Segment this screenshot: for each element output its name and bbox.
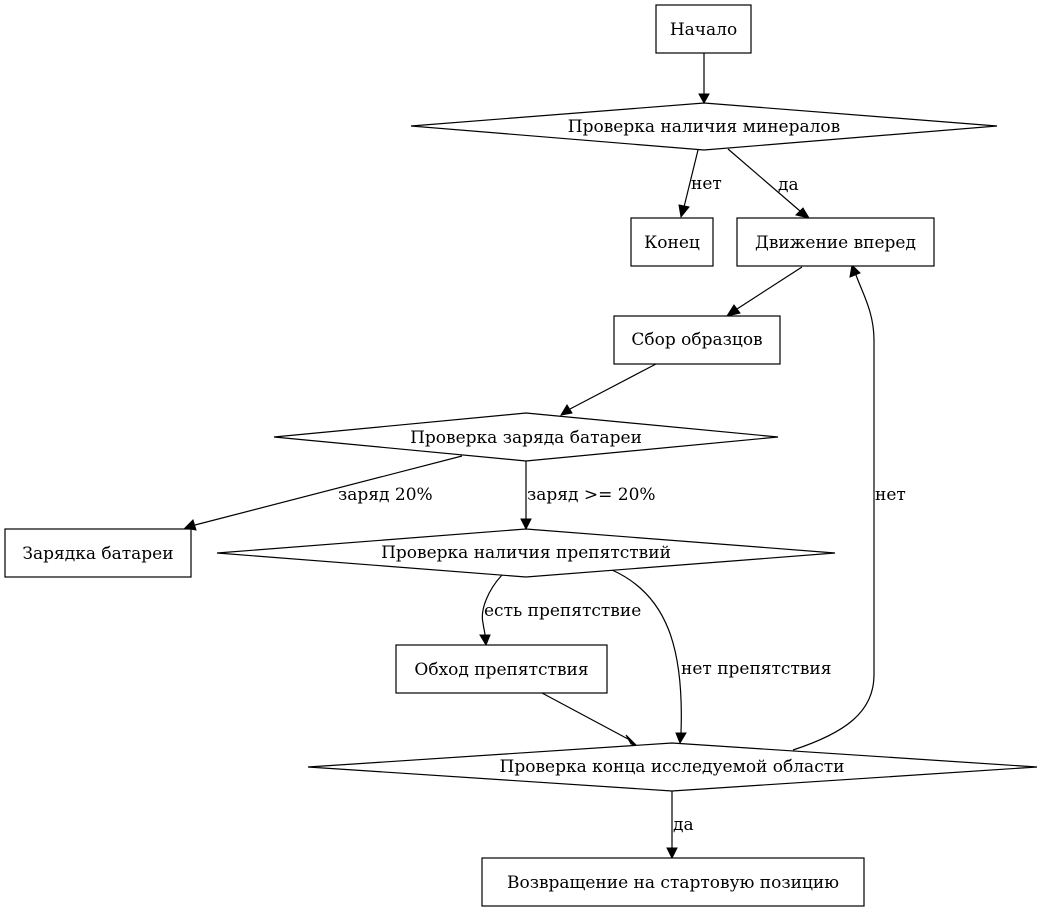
node-avoid-obstacle: Обход препятствия <box>395 644 608 694</box>
node-collect-samples-label: Сбор образцов <box>631 330 762 350</box>
node-charge-battery: Зарядка батареи <box>4 528 192 578</box>
node-check-area-end: Проверка конца исследуемой области <box>307 742 1038 792</box>
edge-label-battery-low: заряд 20% <box>338 485 433 505</box>
edge-label-minerals-yes: да <box>778 175 799 195</box>
edge-label-minerals-no: нет <box>691 174 722 194</box>
node-start: Начало <box>655 4 752 54</box>
node-move-forward: Движение вперед <box>736 217 935 267</box>
edge-label-area-end-yes: да <box>673 815 694 835</box>
node-check-obstacles: Проверка наличия препятствий <box>216 528 836 578</box>
edge-label-obstacle-yes: есть препятствие <box>484 601 641 621</box>
node-end: Конец <box>630 217 714 267</box>
node-check-battery-label: Проверка заряда батареи <box>410 428 642 448</box>
node-check-obstacles-label: Проверка наличия препятствий <box>381 543 671 563</box>
edge-start-to-check-minerals <box>698 53 710 105</box>
edge-check-area-end-to-move-forward <box>792 263 875 751</box>
node-check-minerals: Проверка наличия минералов <box>410 102 998 151</box>
node-check-minerals-label: Проверка наличия минералов <box>568 117 840 137</box>
node-charge-battery-label: Зарядка батареи <box>22 544 173 564</box>
edge-label-area-end-no: нет <box>875 485 906 505</box>
node-avoid-obstacle-label: Обход препятствия <box>414 660 588 680</box>
node-collect-samples: Сбор образцов <box>613 315 781 365</box>
edge-check-battery-to-check-obstacles <box>520 461 532 531</box>
node-move-forward-label: Движение вперед <box>755 233 916 253</box>
edge-check-obstacles-to-avoid-obstacle <box>479 574 503 647</box>
edge-label-obstacle-no: нет препятствия <box>681 659 832 679</box>
node-start-label: Начало <box>670 20 737 40</box>
edge-check-minerals-to-move-forward <box>727 148 811 219</box>
node-check-battery: Проверка заряда батареи <box>273 412 779 462</box>
node-return-start: Возвращение на стартовую позицию <box>481 857 865 907</box>
node-check-area-end-label: Проверка конца исследуемой области <box>500 757 845 777</box>
edge-check-area-end-to-return-start <box>666 791 678 860</box>
edge-check-obstacles-to-check-area-end <box>611 569 687 745</box>
node-end-label: Конец <box>644 233 700 253</box>
edge-check-minerals-to-end <box>678 149 699 219</box>
node-return-start-label: Возвращение на стартовую позицию <box>507 873 839 893</box>
edge-move-forward-to-collect-samples <box>725 266 803 317</box>
edge-avoid-obstacle-to-check-area-end <box>541 692 638 747</box>
edge-label-battery-ok: заряд >= 20% <box>527 485 656 505</box>
edge-collect-samples-to-check-battery <box>560 363 657 416</box>
